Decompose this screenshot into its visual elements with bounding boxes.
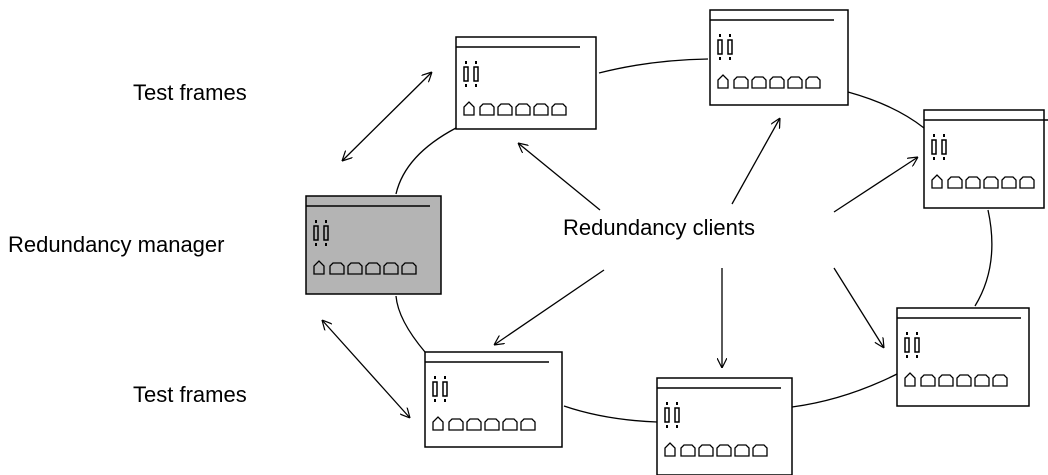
test-frame-arrow xyxy=(342,72,432,161)
ring-link xyxy=(847,91,925,129)
test-frame-arrow xyxy=(322,320,410,418)
redundancy-clients-label: Redundancy clients xyxy=(563,215,756,240)
client-arrow xyxy=(731,118,780,205)
client-arrow xyxy=(494,269,605,345)
device-client xyxy=(424,351,563,448)
device-manager xyxy=(305,195,442,295)
ring-link xyxy=(563,405,658,423)
client-arrows xyxy=(494,118,918,368)
test-frames-label-bottom: Test frames xyxy=(133,382,247,407)
device-client xyxy=(896,307,1030,407)
client-arrow xyxy=(518,143,601,211)
ring-link xyxy=(974,209,993,307)
test-frames-label-top: Test frames xyxy=(133,80,247,105)
ring-link xyxy=(395,127,457,195)
device-client xyxy=(709,9,849,106)
client-arrow xyxy=(833,267,884,348)
device-client xyxy=(455,36,597,130)
client-arrow xyxy=(833,157,918,213)
ring-link xyxy=(395,295,426,353)
test-frame-arrows xyxy=(322,72,432,418)
device-client xyxy=(656,377,793,475)
redundancy-manager-label: Redundancy manager xyxy=(8,232,225,257)
ring-link xyxy=(791,373,898,408)
ring-link xyxy=(598,58,709,74)
device-client xyxy=(923,109,1048,209)
